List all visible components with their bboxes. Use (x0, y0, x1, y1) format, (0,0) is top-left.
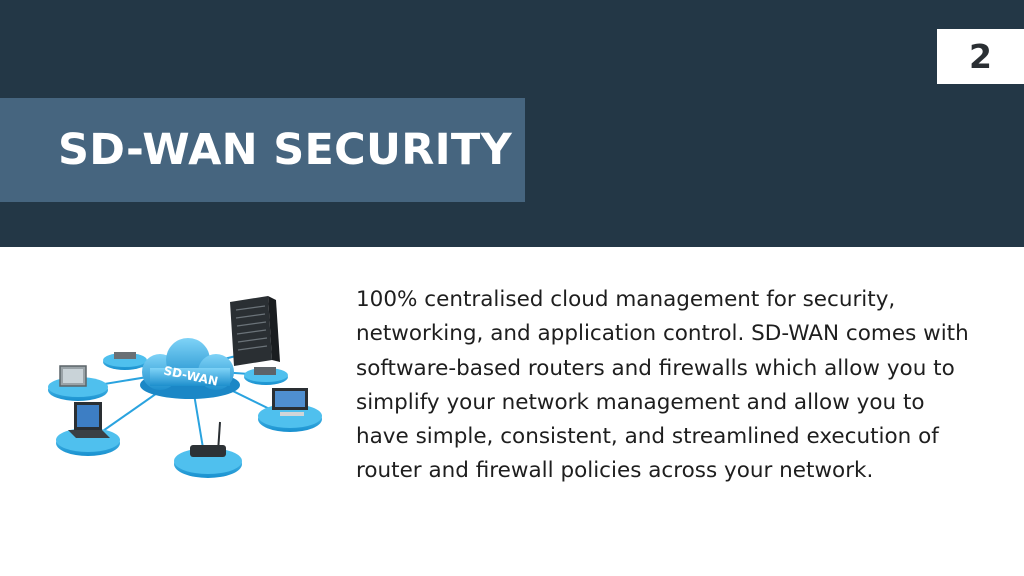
page-number: 2 (969, 37, 992, 76)
desktop-monitor-icon (48, 365, 108, 401)
network-illustration: SD-WAN (48, 296, 322, 478)
title-box: SD-WAN SECURITY (0, 98, 525, 202)
desktop-computer-icon (258, 388, 322, 432)
cloud-icon: SD-WAN (140, 338, 240, 399)
printer-icon (103, 352, 147, 370)
body-paragraph: 100% centralised cloud management for se… (356, 287, 969, 484)
page-number-box: 2 (937, 29, 1024, 84)
server-rack-icon (230, 296, 280, 366)
slide-title: SD-WAN SECURITY (58, 125, 513, 175)
tablet-icon (244, 367, 288, 385)
router-icon (174, 421, 242, 478)
laptop-icon (56, 402, 120, 456)
